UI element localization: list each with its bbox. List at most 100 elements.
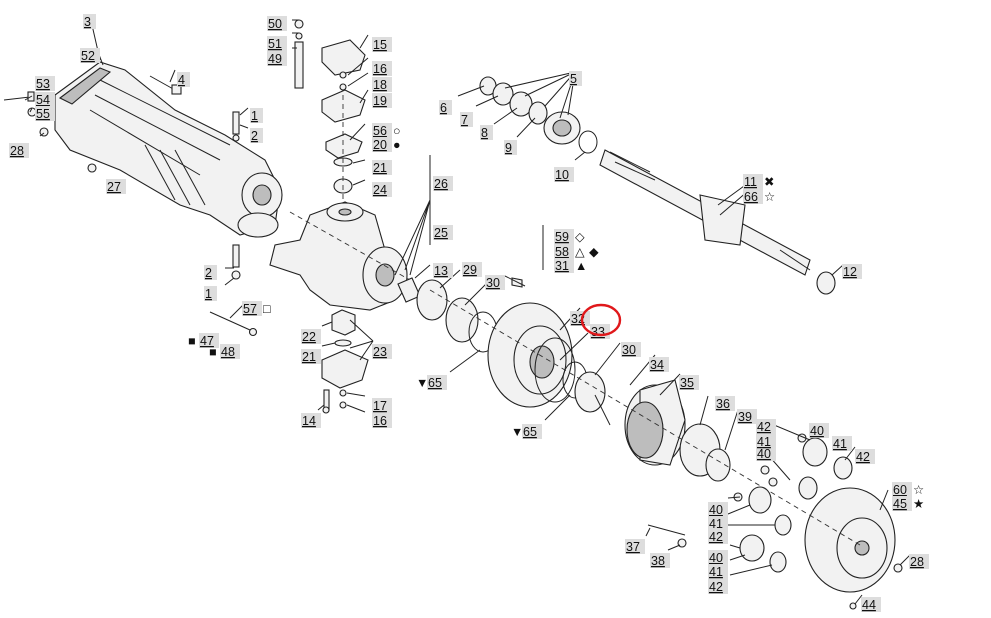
callout-20[interactable]: 20	[372, 137, 392, 152]
callout-60[interactable]: 60	[892, 482, 912, 497]
stud-1-top[interactable]	[232, 111, 240, 142]
callout-22[interactable]: 22	[301, 329, 321, 344]
callout-29[interactable]: 29	[462, 262, 482, 277]
callout-36[interactable]: 36	[715, 396, 735, 411]
axle-housing[interactable]	[54, 61, 283, 238]
callout-28a[interactable]: 28	[9, 143, 29, 158]
callout-30a[interactable]: 30	[485, 275, 505, 290]
steering-knuckle[interactable]	[269, 201, 408, 311]
callout-25[interactable]: 25	[433, 225, 453, 240]
pin-37[interactable]	[647, 524, 686, 536]
ring-gear-35[interactable]	[624, 379, 686, 466]
disc-39[interactable]	[705, 448, 731, 482]
callout-1b[interactable]: 1	[204, 286, 217, 301]
callout-27[interactable]: 27	[106, 179, 126, 194]
callout-26[interactable]: 26	[433, 176, 453, 191]
callout-19[interactable]: 19	[372, 93, 392, 108]
callout-16b[interactable]: 16	[372, 413, 392, 428]
planet-carrier-45[interactable]	[804, 487, 896, 593]
callout-3[interactable]: 3	[83, 14, 96, 29]
o-ring-33[interactable]	[534, 337, 576, 403]
plug-28-right[interactable]	[893, 563, 903, 573]
callout-1a[interactable]: 1	[250, 108, 263, 123]
callout-53[interactable]: 53	[35, 76, 55, 91]
kingpin-plate-19[interactable]	[321, 89, 366, 123]
bolt-44[interactable]	[849, 602, 857, 610]
callout-44[interactable]: 44	[861, 597, 881, 612]
planet-gear-41-mid[interactable]	[748, 486, 772, 514]
planet-gear-41-low[interactable]	[739, 534, 765, 562]
callout-41a[interactable]: 41	[832, 436, 852, 451]
callout-41d[interactable]: 41	[708, 564, 728, 579]
bolt-14[interactable]	[322, 389, 330, 414]
plug-27[interactable]	[87, 163, 97, 173]
callout-40c[interactable]: 40	[708, 502, 728, 517]
seal-21-lower[interactable]	[334, 339, 352, 347]
grease-18[interactable]	[339, 83, 347, 91]
callout-30b[interactable]: 30	[621, 342, 641, 357]
hub-32[interactable]	[487, 302, 573, 408]
callout-40d[interactable]: 40	[708, 550, 728, 565]
callout-2a[interactable]: 2	[250, 128, 263, 143]
shim-20[interactable]	[325, 133, 363, 159]
callout-58[interactable]: 58	[554, 244, 574, 259]
callout-23[interactable]: 23	[372, 344, 392, 359]
callout-47[interactable]: 47	[199, 333, 219, 348]
stud-49[interactable]	[294, 41, 304, 89]
bolt-53[interactable]	[3, 91, 35, 102]
washer-40-r[interactable]	[768, 477, 778, 487]
callout-52[interactable]: 52	[80, 48, 100, 63]
bolt-47[interactable]	[209, 311, 258, 337]
callout-65b[interactable]: 65	[522, 424, 542, 439]
nut-50[interactable]	[294, 19, 304, 29]
callout-42a[interactable]: 42	[756, 419, 776, 434]
bearing-30[interactable]	[445, 297, 479, 343]
bushing-22[interactable]	[331, 309, 356, 336]
nut-16-lower[interactable]	[339, 401, 347, 409]
callout-55[interactable]: 55	[35, 106, 55, 121]
bearing-30-lower[interactable]	[574, 371, 606, 413]
callout-42c[interactable]: 42	[708, 529, 728, 544]
axle-shaft-11[interactable]	[599, 149, 811, 276]
callout-7[interactable]: 7	[460, 112, 473, 127]
callout-5[interactable]: 5	[569, 71, 582, 86]
callout-2b[interactable]: 2	[204, 265, 217, 280]
callout-17[interactable]: 17	[372, 398, 392, 413]
snap-ring-12[interactable]	[816, 271, 836, 295]
callout-13[interactable]: 13	[433, 263, 453, 278]
callout-8[interactable]: 8	[480, 125, 493, 140]
callout-50[interactable]: 50	[267, 16, 287, 31]
callout-51[interactable]: 51	[267, 36, 287, 51]
callout-6[interactable]: 6	[439, 100, 452, 115]
callout-48[interactable]: 48	[220, 344, 240, 359]
callout-40a[interactable]: 40	[809, 423, 829, 438]
planet-gear-42-top[interactable]	[833, 456, 853, 480]
callout-41b[interactable]: 41	[756, 434, 776, 449]
seal-9[interactable]	[528, 101, 548, 125]
callout-12[interactable]: 12	[842, 264, 862, 279]
callout-42d[interactable]: 42	[708, 579, 728, 594]
callout-31[interactable]: 31	[554, 258, 574, 273]
callout-59[interactable]: 59	[554, 229, 574, 244]
callout-14[interactable]: 14	[301, 413, 321, 428]
callout-57[interactable]: 57	[242, 301, 262, 316]
nut-16-top[interactable]	[339, 71, 347, 79]
callout-18[interactable]: 18	[372, 77, 392, 92]
planet-gear-42-low[interactable]	[769, 551, 787, 573]
callout-49[interactable]: 49	[267, 51, 287, 66]
planet-gear-41-top[interactable]	[802, 437, 828, 467]
callout-54[interactable]: 54	[35, 92, 55, 107]
callout-10[interactable]: 10	[554, 167, 574, 182]
housing-5[interactable]	[543, 111, 581, 145]
washer-55[interactable]	[27, 107, 37, 117]
cap-15[interactable]	[321, 39, 366, 76]
callout-56[interactable]: 56	[372, 123, 392, 138]
o-ring-10[interactable]	[578, 130, 598, 154]
callout-39[interactable]: 39	[737, 409, 757, 424]
callout-37[interactable]: 37	[625, 539, 645, 554]
callout-65a[interactable]: 65	[427, 375, 447, 390]
callout-32[interactable]: 32	[570, 311, 590, 326]
callout-28b[interactable]: 28	[909, 554, 929, 569]
callout-42b[interactable]: 42	[855, 449, 875, 464]
washer-7[interactable]	[492, 82, 514, 106]
